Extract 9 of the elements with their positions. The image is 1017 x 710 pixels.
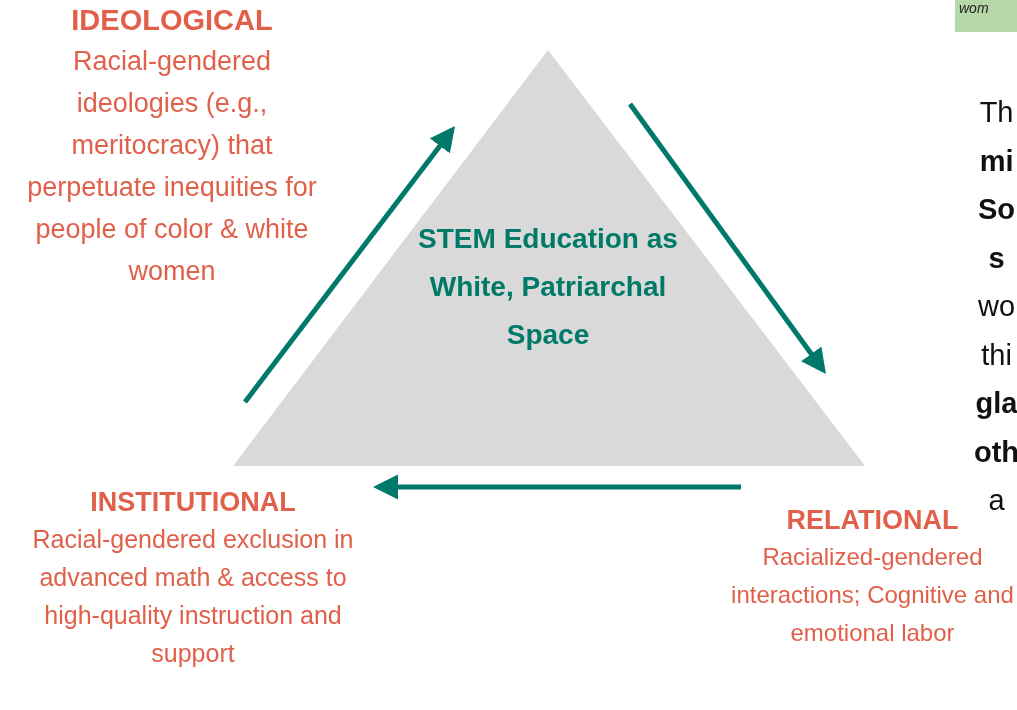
description: Racial-gendered ideologies (e.g., meritocracy) that perpetuate inequities for people of color & white women <box>26 44 318 288</box>
description: Racialized-gendered interactions; Cognitive and emotional labor <box>730 542 1015 649</box>
heading: RELATIONAL <box>785 504 960 537</box>
triangle-label: STEM Education as White, Patriarchal Space <box>417 222 679 352</box>
note-text: wom <box>959 0 989 16</box>
paragraph: Th mi So s wo thi gla oth a <box>974 95 1017 518</box>
description: Racial-gendered exclusion in advanced math & access to high-quality instruction and support <box>31 524 355 670</box>
heading: IDEOLOGICAL <box>70 3 274 38</box>
heading: INSTITUTIONAL <box>89 486 297 519</box>
